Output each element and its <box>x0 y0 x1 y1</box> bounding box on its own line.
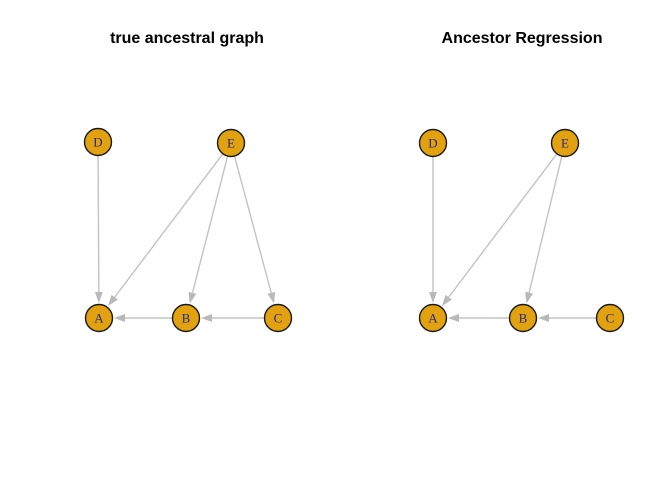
right-node-B <box>508 303 538 333</box>
arrowhead-D-to-A <box>429 292 437 303</box>
arrowhead-E-to-A <box>442 294 452 307</box>
left-node-B <box>171 303 201 333</box>
edge-E-to-B <box>191 155 229 293</box>
arrowhead-E-to-B <box>525 291 533 304</box>
arrowhead-E-to-A <box>108 294 118 307</box>
left-node-E <box>216 128 246 158</box>
arrowhead-D-to-A <box>94 291 103 304</box>
right-node-A <box>418 303 448 333</box>
right-node-E <box>550 128 580 158</box>
edge-E-to-A <box>114 153 224 298</box>
arrowhead-B-to-A <box>448 314 459 322</box>
edge-E-to-B <box>528 155 563 293</box>
arrowhead-E-to-C <box>267 291 276 304</box>
edge-E-to-A <box>448 153 558 298</box>
left-node-D <box>83 127 113 157</box>
left-node-A <box>84 303 114 333</box>
arrowhead-E-to-B <box>188 291 197 304</box>
left-panel-title: true ancestral graph <box>110 30 264 47</box>
right-panel-title: Ancestor Regression <box>441 30 603 47</box>
arrowhead-B-to-A <box>114 314 125 322</box>
right-node-C <box>595 303 625 333</box>
arrowhead-C-to-B <box>538 314 549 322</box>
arrowhead-C-to-B <box>201 314 212 322</box>
edge-E-to-C <box>233 155 272 294</box>
left-node-C <box>263 303 293 333</box>
right-node-D <box>418 128 448 158</box>
edge-D-to-A <box>97 155 100 293</box>
